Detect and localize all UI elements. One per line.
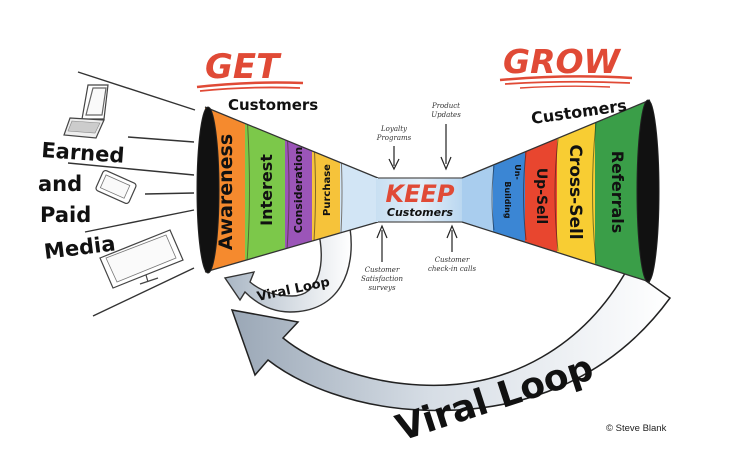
get-heading: GET	[205, 47, 282, 87]
get-funnel: Awareness Interest Consideration Purchas…	[196, 106, 379, 274]
keep-subheading: Customers	[387, 206, 454, 219]
keep-input-label: Satisfaction	[361, 275, 404, 283]
keep-input-label: check-in calls	[428, 265, 477, 273]
keep-input-label: Loyalty	[380, 125, 408, 133]
stage-label-referrals: Referrals	[608, 151, 627, 234]
arrow-down-icon	[388, 146, 400, 171]
monitor-icon	[99, 229, 184, 289]
stage-label-up-sell: Up-Sell	[533, 168, 549, 224]
media-label-line: Earned	[41, 138, 126, 168]
keep-input-satisfaction-surveys: Customer Satisfaction surveys	[361, 224, 404, 292]
media-rays	[67, 71, 196, 317]
get-heading-group: GET Customers	[196, 47, 318, 114]
media-label-line: and	[38, 172, 82, 196]
get-funnel-mouth	[196, 106, 220, 274]
stage-label-un-building-line2: Building	[503, 181, 512, 218]
stage-label-cross-sell: Cross-Sell	[565, 144, 585, 239]
stage-label-consideration: Consideration	[292, 147, 305, 233]
grow-heading-group: GROW Customers	[499, 42, 633, 128]
stage-label-awareness: Awareness	[215, 134, 237, 250]
keep-heading: KEEP	[386, 180, 455, 208]
stage-label-un-building-line1: Un-	[513, 164, 522, 180]
copyright-credit: © Steve Blank	[606, 423, 667, 434]
get-subheading: Customers	[228, 96, 318, 114]
arrow-down-icon	[440, 124, 452, 171]
keep-input-label: Updates	[431, 111, 461, 119]
keep-input-label: Product	[431, 102, 460, 110]
media-label-line: Paid	[40, 203, 91, 227]
keep-input-check-in-calls: Customer check-in calls	[428, 224, 477, 273]
laptop-icon	[63, 84, 109, 139]
stage-label-purchase: Purchase	[322, 164, 333, 216]
keep-input-product-updates: Product Updates	[431, 102, 461, 171]
keep-input-label: Customer	[365, 266, 400, 274]
keep-neck: KEEP Customers	[376, 177, 464, 223]
arrow-up-icon	[446, 224, 458, 252]
stage-label-interest: Interest	[257, 154, 276, 226]
grow-funnel-mouth	[636, 99, 660, 283]
tablet-icon	[95, 169, 137, 205]
media-label: Earned and Paid Media	[38, 138, 125, 264]
grow-heading: GROW	[503, 42, 622, 81]
keep-input-label: surveys	[368, 284, 395, 292]
keep-input-label: Programs	[376, 134, 412, 142]
keep-input-label: Customer	[435, 256, 470, 264]
keep-input-loyalty: Loyalty Programs	[376, 125, 412, 171]
arrow-up-icon	[376, 224, 388, 262]
